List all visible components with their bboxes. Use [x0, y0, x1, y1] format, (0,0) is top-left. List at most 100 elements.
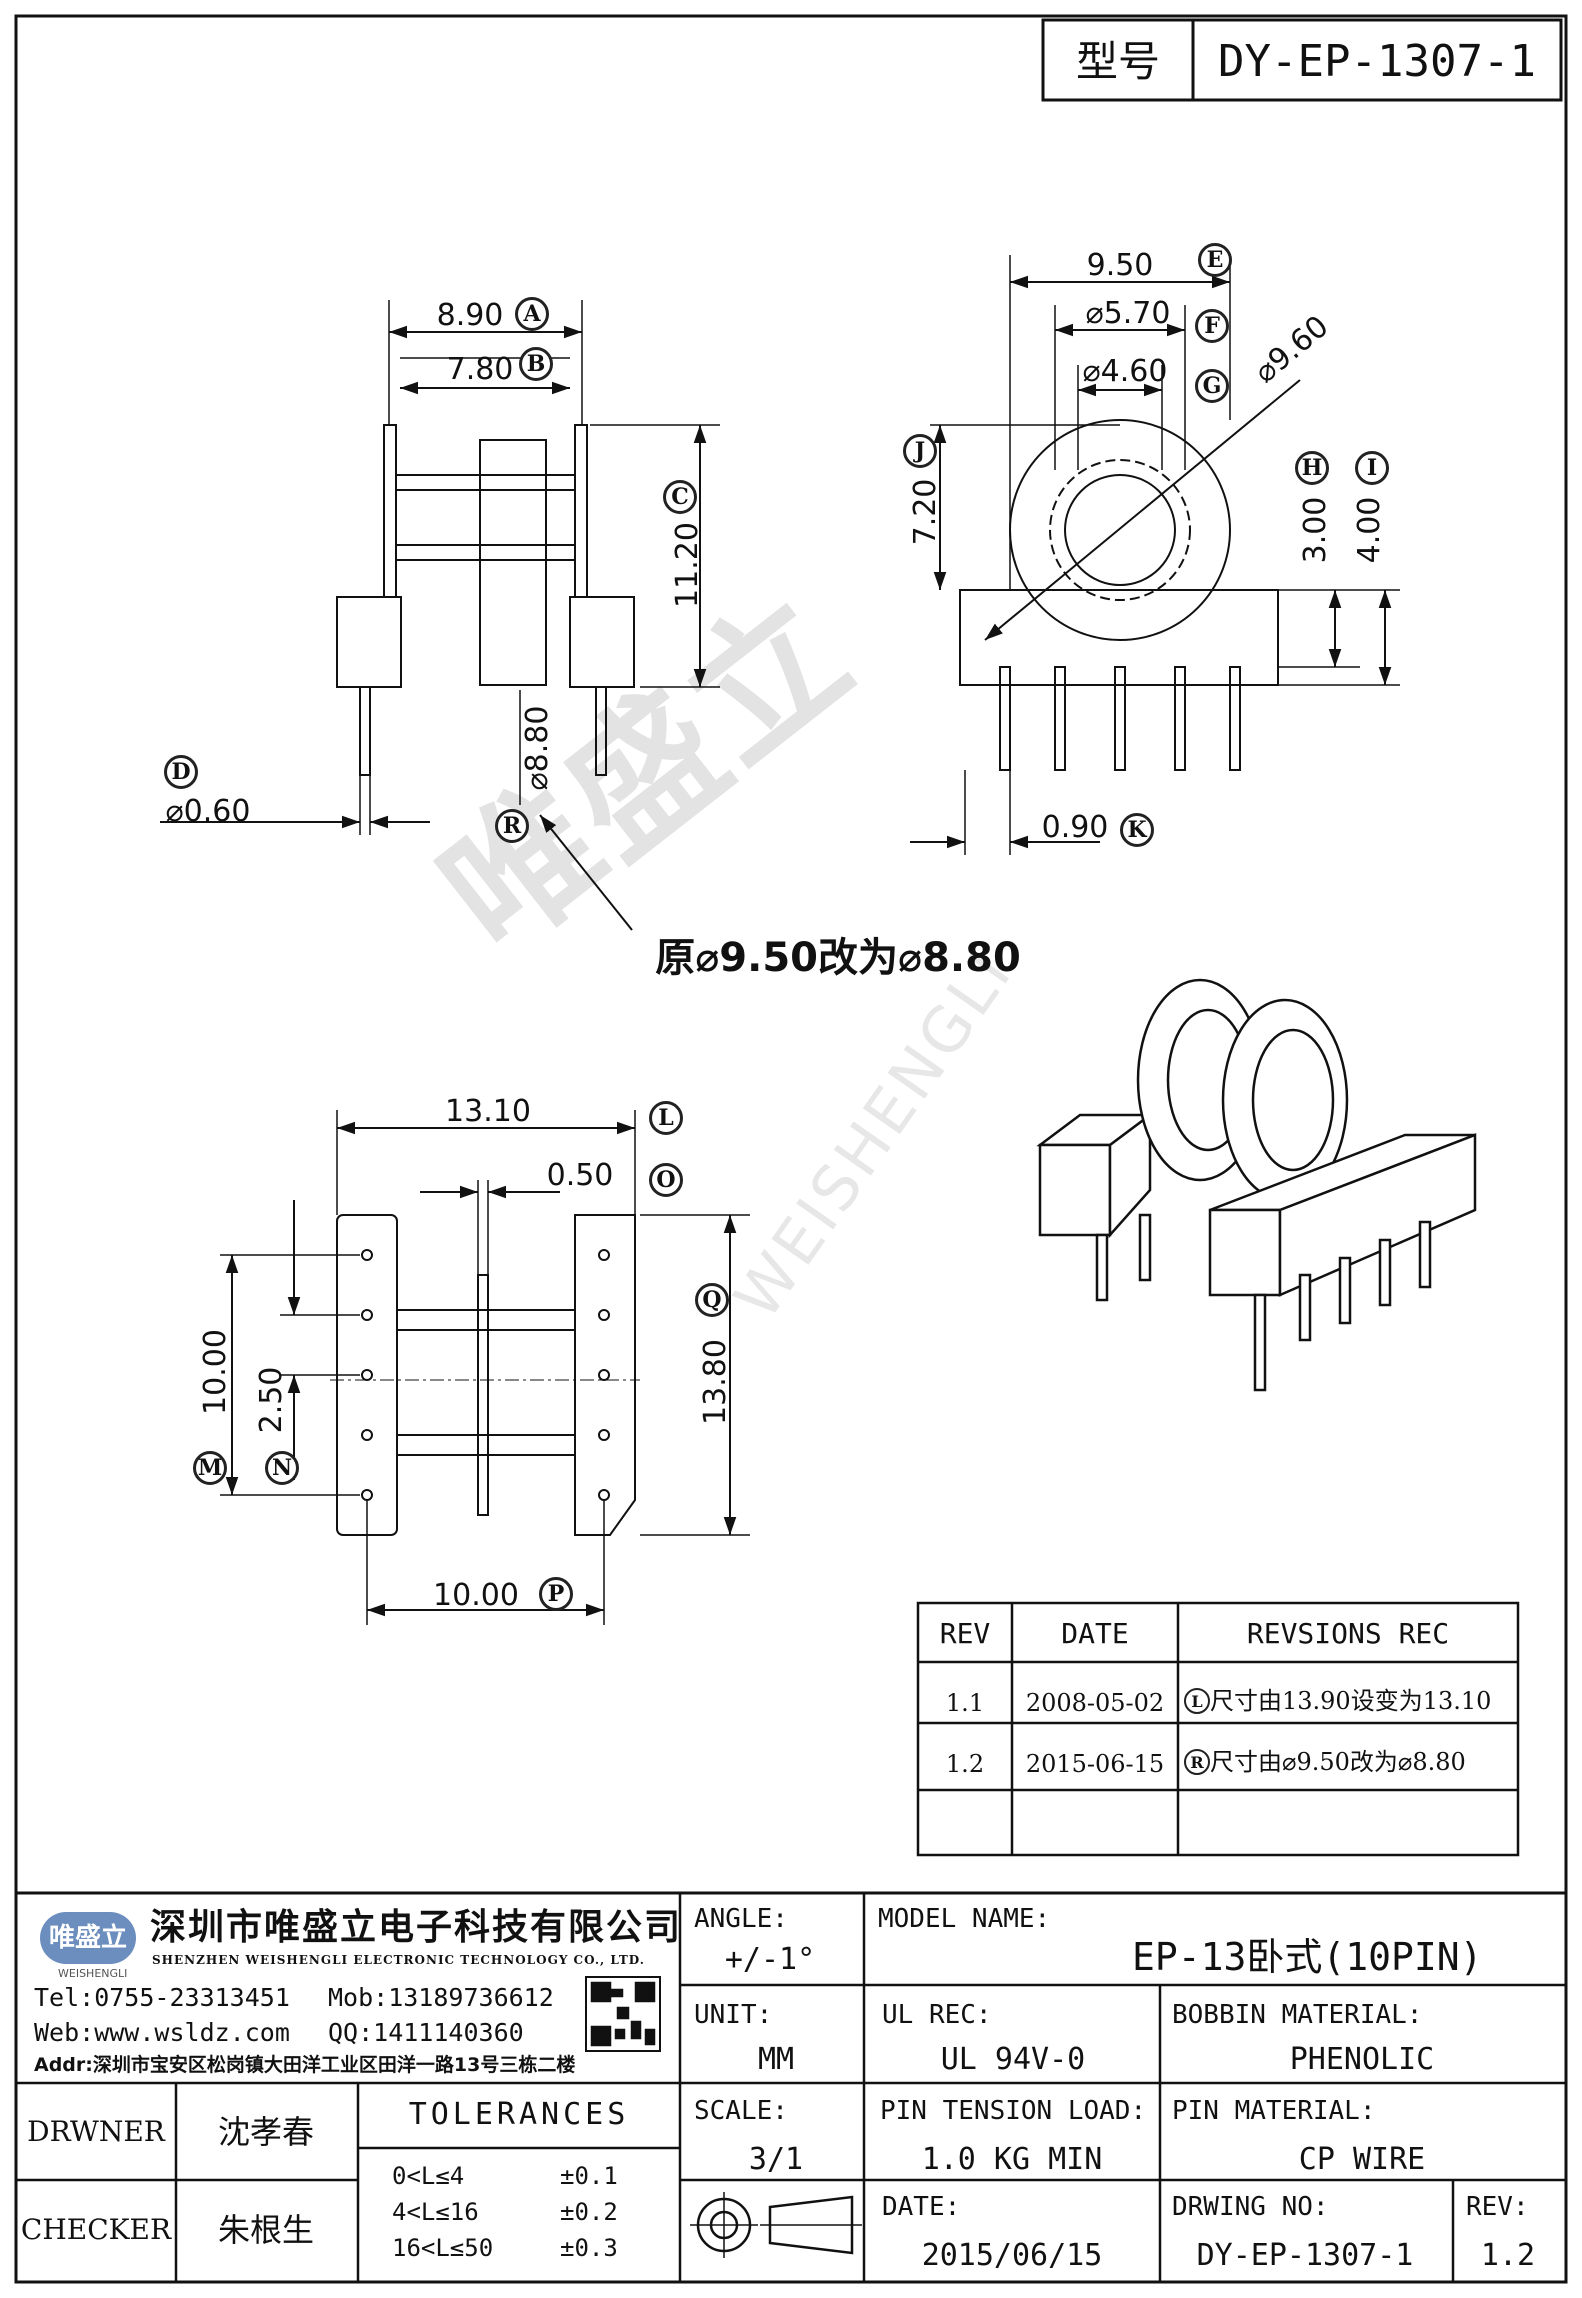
isometric-view [1036, 978, 1477, 1392]
rev-row2-rev: 1.2 [945, 1750, 985, 1778]
marker-c: C [663, 480, 697, 514]
marker-a: A [515, 297, 549, 331]
bottom-center-flange [477, 1274, 489, 1516]
company-logo: 唯盛立 [40, 1912, 136, 1964]
drawing-no-value: DY-EP-1307-1 [1196, 2238, 1414, 2273]
ul-label: UL REC: [882, 2000, 992, 2030]
rev-row1-marker: L [1184, 1688, 1210, 1714]
model-name-value: EP-13卧式(10PIN) [1132, 1935, 1483, 1979]
marker-l: L [649, 1101, 683, 1135]
pin-tension-label: PIN TENSION LOAD: [880, 2096, 1147, 2126]
revision-table-grid [916, 1601, 1520, 1857]
marker-k: K [1120, 813, 1154, 847]
company-web: Web:www.wsldz.com [34, 2018, 290, 2047]
model-value: DY-EP-1307-1 [1218, 36, 1536, 87]
scale-value: 3/1 [748, 2142, 804, 2177]
rev-header-rev: REV [939, 1617, 991, 1650]
dim-d-value: ⌀0.60 [165, 794, 251, 829]
left-flange-base [336, 596, 402, 688]
marker-j: J [903, 434, 937, 468]
dim-j-value: 7.20 [908, 478, 943, 546]
rev-row2-rec: 尺寸由⌀9.50改为⌀8.80 [1210, 1748, 1466, 1776]
dim-f-value: ⌀5.70 [1085, 296, 1171, 331]
marker-f: F [1195, 309, 1229, 343]
date-value: 2015/06/15 [921, 2238, 1103, 2273]
marker-p: P [539, 1577, 573, 1611]
drawer-value: 沈孝春 [217, 2113, 315, 2151]
rev-label: REV: [1466, 2192, 1529, 2222]
bobbin-material-value: PHENOLIC [1289, 2042, 1435, 2077]
marker-n: N [265, 1451, 299, 1485]
company-qq: QQ:1411140360 [328, 2018, 524, 2047]
change-note: 原⌀9.50改为⌀8.80 [655, 935, 1021, 981]
rev-row1-rev: 1.1 [945, 1689, 985, 1717]
dim-i-value: 4.00 [1352, 496, 1387, 564]
model-label: 型号 [1075, 37, 1161, 86]
leader-r [539, 814, 633, 931]
header-box [1041, 18, 1563, 102]
tolerance-range-3: 16<L≤50 [392, 2234, 494, 2262]
marker-g: G [1195, 369, 1229, 403]
pin-material-value: CP WIRE [1298, 2142, 1426, 2177]
marker-e: E [1198, 243, 1232, 277]
tolerance-value-1: ±0.1 [560, 2162, 618, 2190]
rev-row1-date: 2008-05-02 [1025, 1689, 1165, 1717]
right-pin [595, 686, 607, 776]
pin-tension-value: 1.0 KG MIN [921, 2142, 1103, 2177]
tolerances-label: TOLERANCES [408, 2097, 630, 2132]
scale-label: SCALE: [694, 2096, 788, 2126]
dim-b-value: 7.80 [446, 352, 514, 387]
drawer-label: DRWNER [27, 2115, 165, 2148]
dim-n-value: 2.50 [254, 1366, 289, 1434]
unit-value: MM [757, 2042, 795, 2077]
sheet-border [14, 14, 1568, 2284]
dim-a-value: 8.90 [436, 298, 504, 333]
marker-o: O [649, 1163, 683, 1197]
bottom-right-rail [574, 1214, 636, 1536]
rev-value: 1.2 [1480, 2238, 1536, 2273]
drawing-no-label: DRWING NO: [1172, 2192, 1329, 2222]
inner-bore [1064, 474, 1176, 586]
dim-o-value: 0.50 [546, 1158, 614, 1193]
right-flange-base [569, 596, 635, 688]
dim-k-value: 0.90 [1041, 810, 1109, 845]
bore-dashed [1049, 459, 1191, 601]
marker-q: Q [695, 1283, 729, 1317]
outer-flange-circle [1009, 419, 1231, 641]
center-flange [479, 439, 547, 686]
marker-h: H [1295, 451, 1329, 485]
marker-r: R [495, 809, 529, 843]
rev-row1-rec: 尺寸由13.90设变为13.10 [1210, 1687, 1492, 1715]
ul-value: UL 94V-0 [940, 2042, 1086, 2077]
dim-dia-line [984, 379, 1301, 641]
right-flange [574, 424, 588, 598]
unit-label: UNIT: [694, 2000, 773, 2030]
date-label: DATE: [882, 2192, 961, 2222]
company-address: Addr:深圳市宝安区松岗镇大田洋工业区田洋一路13号三栋二楼 [34, 2054, 576, 2076]
left-flange [383, 424, 397, 598]
rev-header-rec: REVSIONS REC [1246, 1617, 1450, 1650]
rev-header-date: DATE [1061, 1617, 1129, 1650]
dim-g-value: ⌀4.60 [1082, 354, 1168, 389]
marker-d: D [164, 755, 198, 789]
dim-h-value: 3.00 [1298, 496, 1333, 564]
bobbin-material-label: BOBBIN MATERIAL: [1172, 2000, 1423, 2030]
front-base [959, 589, 1279, 686]
company-name-cn: 深圳市唯盛立电子科技有限公司 [150, 1907, 683, 1948]
bottom-view [220, 1110, 750, 1625]
company-tel: Tel:0755-23313451 [34, 1983, 290, 2012]
pin-material-label: PIN MATERIAL: [1172, 2096, 1376, 2126]
tolerance-range-2: 4<L≤16 [392, 2198, 479, 2226]
rev-row2-date: 2015-06-15 [1025, 1750, 1165, 1778]
model-name-label: MODEL NAME: [878, 1904, 1051, 1934]
title-block-grid [16, 1891, 1566, 2282]
dim-p-value: 10.00 [433, 1578, 519, 1613]
tolerance-value-3: ±0.3 [560, 2234, 618, 2262]
dim-m-value: 10.00 [198, 1329, 233, 1415]
checker-value: 朱根生 [217, 2211, 315, 2249]
dim-r-value: ⌀8.80 [520, 705, 555, 791]
tolerance-range-1: 0<L≤4 [392, 2162, 465, 2190]
angle-value: +/-1° [724, 1942, 816, 1977]
